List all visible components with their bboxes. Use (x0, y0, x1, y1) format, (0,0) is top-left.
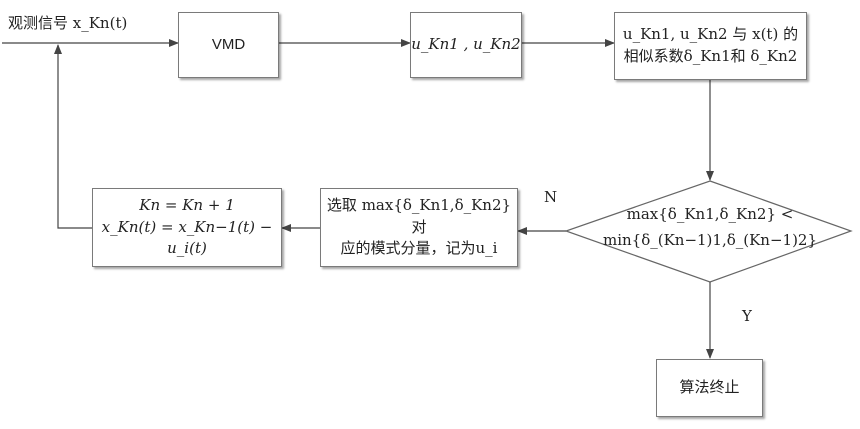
arrow-feedback-loop (58, 45, 92, 228)
decision-text: max{δ_Kn1,δ_Kn2} < min{δ_(Kn−1)1,δ_(Kn−1… (580, 202, 840, 253)
branch-no-label: N (544, 188, 557, 206)
modes-label: u_Kn1 , u_Kn2 (411, 34, 520, 56)
update-line2: x_Kn(t) = x_Kn−1(t) − u_i(t) (93, 217, 281, 261)
update-line1: Kn = Kn + 1 (139, 195, 235, 217)
decision-line2: min{δ_(Kn−1)1,δ_(Kn−1)2} (580, 228, 840, 254)
select-mode-box: 选取 max{δ_Kn1,δ_Kn2} 对 应的模式分量，记为u_i (320, 188, 518, 267)
modes-box: u_Kn1 , u_Kn2 (410, 12, 522, 78)
input-signal-label: 观测信号 x_Kn(t) (8, 12, 127, 33)
select-line1: 选取 max{δ_Kn1,δ_Kn2} 对 (321, 195, 517, 239)
similarity-line2: 相似系数δ_Kn1和 δ_Kn2 (624, 46, 798, 68)
branch-yes-label: Y (742, 307, 752, 325)
update-box: Kn = Kn + 1 x_Kn(t) = x_Kn−1(t) − u_i(t) (92, 188, 282, 267)
similarity-line1: u_Kn1, u_Kn2 与 x(t) 的 (623, 24, 798, 46)
similarity-box: u_Kn1, u_Kn2 与 x(t) 的 相似系数δ_Kn1和 δ_Kn2 (614, 12, 807, 80)
end-box: 算法终止 (656, 359, 763, 417)
select-line2: 应的模式分量，记为u_i (341, 238, 498, 260)
decision-line1: max{δ_Kn1,δ_Kn2} < (580, 202, 840, 228)
vmd-box: VMD (178, 12, 279, 78)
